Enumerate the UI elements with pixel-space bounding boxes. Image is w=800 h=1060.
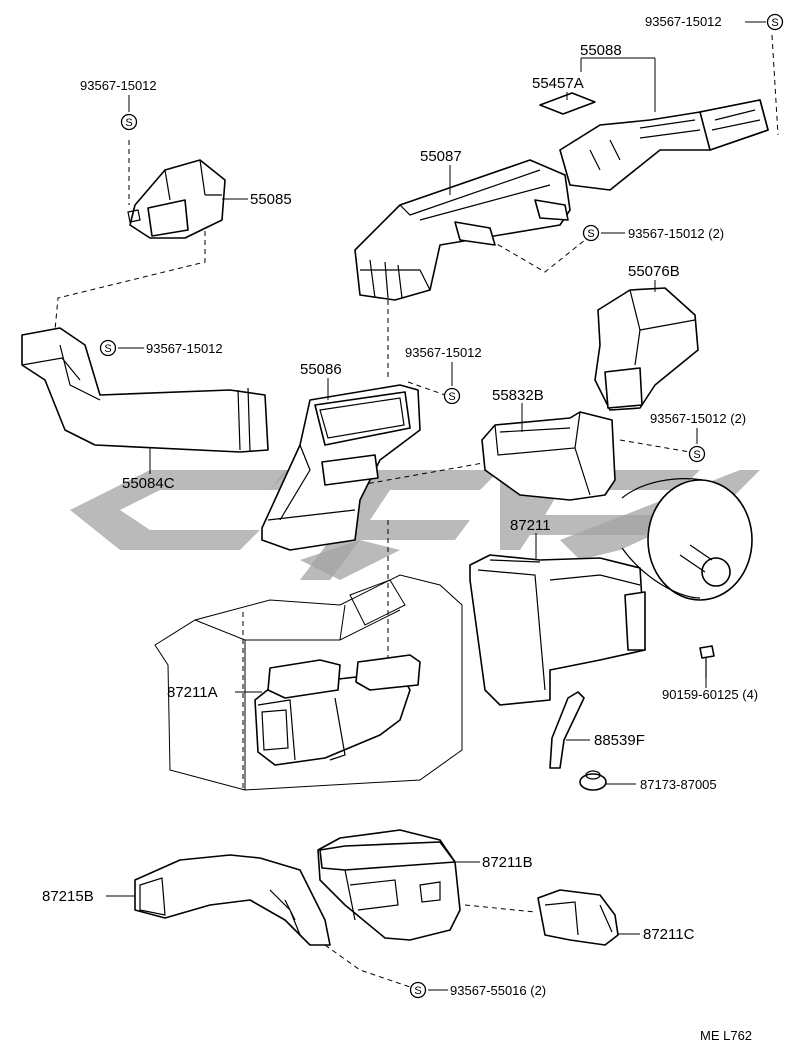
part-55832B-duct	[481, 411, 616, 501]
part-label-55832B: 55832B	[492, 387, 544, 404]
part-label-55088: 55088	[580, 42, 622, 59]
part-87215B-duct	[134, 854, 331, 946]
screw-symbol-icon: S	[582, 224, 600, 242]
part-label-55085: 55085	[250, 191, 292, 208]
part-label-93567-15012-2b: 93567-15012 (2)	[650, 411, 746, 426]
part-90159-screw	[699, 645, 715, 688]
part-55087-duct	[354, 159, 571, 301]
part-label-93567-15012-center: 93567-15012	[405, 345, 482, 360]
part-label-55086: 55086	[300, 361, 342, 378]
part-55085-duct	[127, 159, 226, 239]
screw-symbol-icon: S	[409, 981, 427, 999]
part-55457A-pad	[539, 92, 596, 115]
part-label-93567-15012-2a: 93567-15012 (2)	[628, 226, 724, 241]
svg-text:S: S	[771, 17, 778, 29]
screw-symbol-icon: S	[766, 13, 784, 31]
svg-text:S: S	[693, 449, 700, 461]
part-label-87173-87005: 87173-87005	[640, 777, 717, 792]
screw-symbol-icon: S	[443, 387, 461, 405]
part-label-93567-15012-left: 93567-15012	[80, 78, 157, 93]
part-label-87211B: 87211B	[482, 854, 533, 871]
part-label-55084C: 55084C	[122, 475, 175, 492]
connection-lines	[54, 34, 779, 989]
part-55086-duct	[261, 384, 421, 551]
screw-symbol-icon: S	[688, 445, 706, 463]
part-label-93567-55016: 93567-55016 (2)	[450, 983, 546, 998]
part-label-55087: 55087	[420, 148, 462, 165]
part-88539F-hose	[549, 691, 585, 769]
svg-text:S: S	[587, 228, 594, 240]
svg-text:S: S	[448, 391, 455, 403]
diagram-code: ME L762	[700, 1028, 752, 1043]
leader-lines	[106, 21, 766, 991]
part-87211B-case	[317, 829, 461, 941]
svg-text:S: S	[104, 343, 111, 355]
part-label-90159-60125: 90159-60125 (4)	[662, 687, 758, 702]
part-label-87215B: 87215B	[42, 888, 94, 905]
part-87211-housing	[469, 554, 646, 706]
part-label-55457A: 55457A	[532, 75, 584, 92]
svg-text:S: S	[414, 985, 421, 997]
part-55084C-duct	[21, 327, 269, 453]
svg-text:S: S	[125, 117, 132, 129]
part-label-93567-15012-mid: 93567-15012	[146, 341, 223, 356]
part-label-55076B: 55076B	[628, 263, 680, 280]
part-label-93567-15012-top: 93567-15012	[645, 14, 722, 29]
part-87211A-unit	[254, 654, 421, 766]
part-87173-grommet	[579, 770, 607, 791]
part-label-87211C: 87211C	[643, 926, 695, 943]
part-55088-duct	[559, 99, 769, 191]
part-label-87211: 87211	[510, 517, 551, 534]
screw-symbol-icon: S	[99, 339, 117, 357]
part-55076B-duct	[594, 287, 699, 411]
part-label-88539F: 88539F	[594, 732, 645, 749]
part-87211C-duct	[537, 889, 619, 946]
part-label-87211A: 87211A	[167, 684, 218, 701]
screw-symbol-icon: S	[120, 113, 138, 131]
heater-case-outline	[154, 574, 463, 791]
blower-motor	[621, 478, 753, 601]
